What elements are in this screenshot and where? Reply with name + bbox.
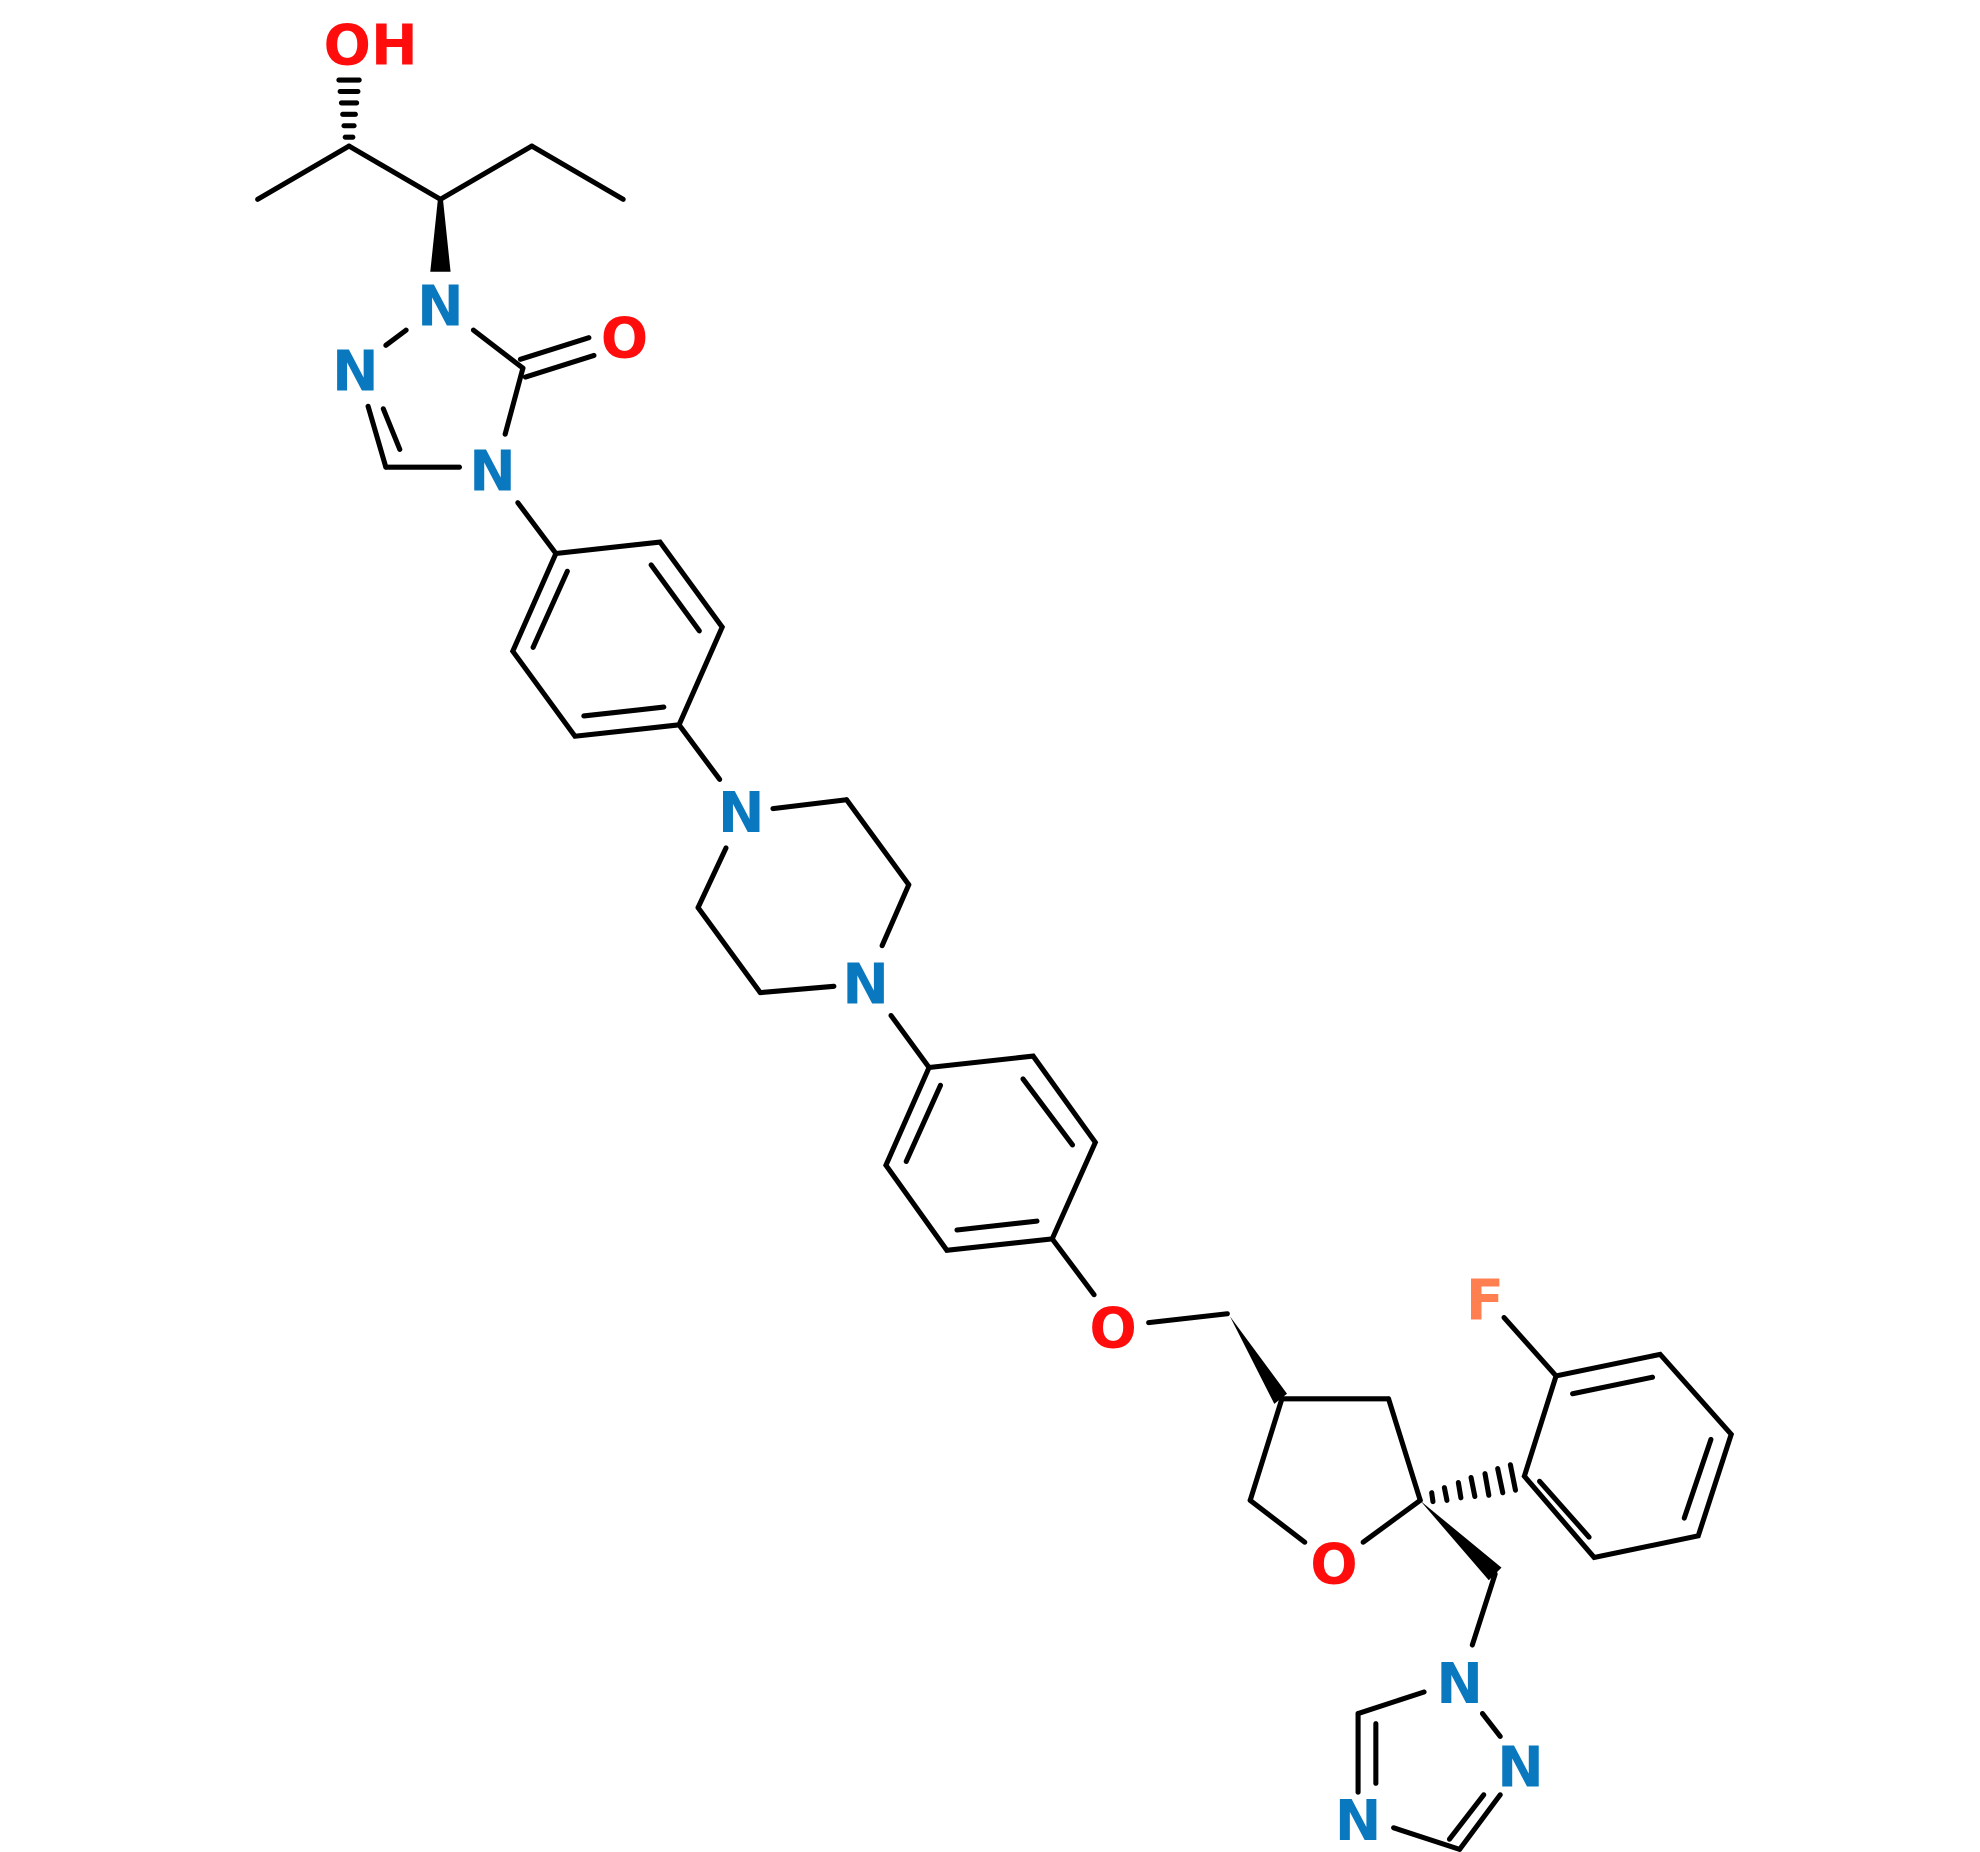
- triazolone-n4-label: N: [469, 440, 516, 505]
- solid-wedge: [430, 199, 451, 272]
- bonds: [255, 77, 1735, 1852]
- hashed-wedge-oh: [336, 77, 362, 140]
- triazolone-n1-label: N: [417, 275, 464, 340]
- triazole-n4-label: N: [1335, 1789, 1382, 1852]
- triazole-n2-label: N: [1497, 1736, 1544, 1801]
- ether-o-label: O: [1089, 1296, 1136, 1361]
- hydroxyl-label: OH: [324, 13, 418, 78]
- thf-o-label: O: [1310, 1533, 1357, 1598]
- piperazine-n1-label: N: [718, 781, 765, 846]
- fluorine-label: F: [1466, 1269, 1504, 1334]
- piperazine-n4-label: N: [842, 953, 889, 1018]
- triazolone-n2-label: N: [332, 339, 379, 404]
- solid-wedge: [1417, 1497, 1502, 1581]
- carbonyl-o-label: O: [601, 306, 648, 371]
- triazole-n1-label: N: [1436, 1652, 1483, 1717]
- hashed-wedge-aryl: [1429, 1462, 1518, 1505]
- atom-labels: OH N N N O N N O O F N N N: [324, 13, 1544, 1852]
- solid-wedge: [1227, 1311, 1287, 1404]
